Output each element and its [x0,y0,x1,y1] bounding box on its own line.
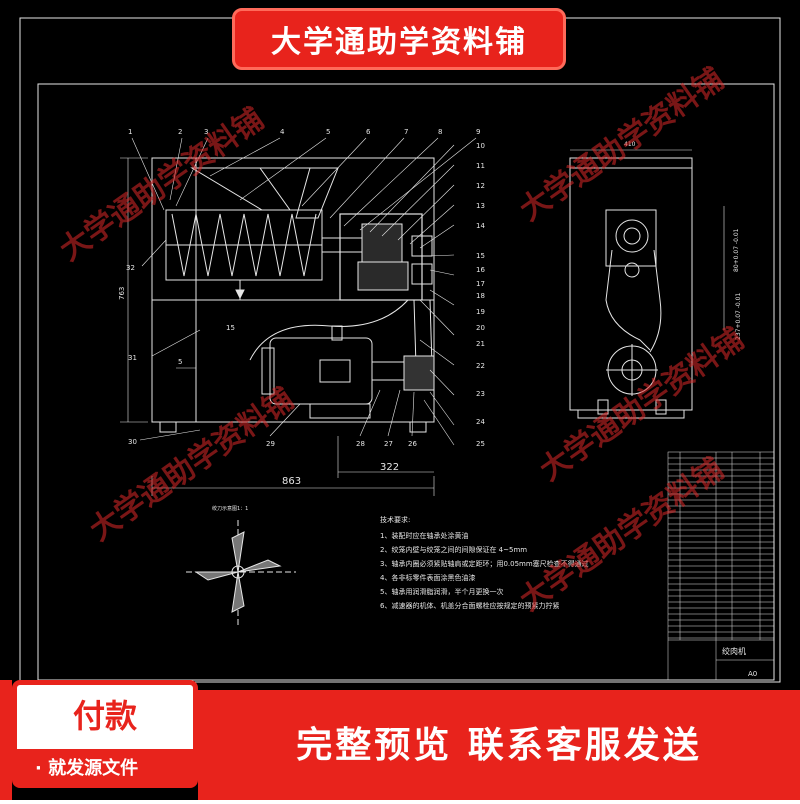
dim-side-1: 80+0.07 -0.01 [733,228,740,272]
leader-lines [131,137,477,446]
bottom-banner-text: 完整预览 联系客服发送 [296,725,702,766]
part-label-9: 9 [476,128,480,136]
payment-title: 付款 [72,697,137,735]
blade-detail [186,520,296,626]
blade-detail-title: 绞刀示意图1：1 [212,505,248,512]
side-view [569,157,693,419]
part-label-23: 23 [476,390,485,398]
part-label-24: 24 [476,418,485,426]
dim-side-2: 237+0.07 -0.01 [735,293,742,340]
part-label-15: 15 [476,252,485,260]
part-label-8: 8 [438,128,442,136]
part-label-10: 10 [476,142,485,150]
part-label-25: 25 [476,440,485,448]
part-label-11: 11 [476,162,485,170]
part-label-17: 17 [476,280,485,288]
part-number-labels: 1 2 3 4 5 6 7 8 9 10 11 12 13 14 15 16 1… [126,128,485,448]
part-label-21: 21 [476,340,485,348]
dimension-labels: 863 322 763 15 5 410 80+0.07 -0.01 237+0… [118,141,742,487]
tech-item-6: 6、减速器的机体、机盖分合面螺栓应按规定的预紧力拧紧 [380,601,559,610]
part-label-32: 32 [126,264,135,272]
dim-gap-a: 15 [226,324,235,332]
front-view [151,157,435,433]
parts-list-table [667,451,775,681]
part-label-22: 22 [476,362,485,370]
tech-item-1: 1、装配时应在轴承处涂黄油 [380,531,468,540]
part-label-18: 18 [476,292,485,300]
part-label-14: 14 [476,222,485,230]
part-label-2: 2 [178,128,182,136]
shop-banner: 大学通助学资料铺 [232,8,566,70]
dimension-lines [120,149,725,496]
tech-item-4: 4、各非标零件表面涂黑色油漆 [380,573,475,582]
part-label-12: 12 [476,182,485,190]
part-label-5: 5 [326,128,330,136]
tech-item-5: 5、轴承用润滑脂润滑，半个月更换一次 [380,587,503,596]
title-block-labels: 绞肉机 A0 [722,646,757,678]
title-block-name: 绞肉机 [722,646,746,656]
shop-banner-title: 大学通助学资料铺 [271,25,527,60]
part-label-27: 27 [384,440,393,448]
part-label-7: 7 [404,128,408,136]
part-label-3: 3 [204,128,208,136]
dim-motor-offset: 322 [380,462,399,473]
part-label-6: 6 [366,128,371,136]
dim-side-width: 410 [624,141,636,148]
part-label-19: 19 [476,308,485,316]
part-label-4: 4 [280,128,285,136]
tech-item-2: 2、绞笼内壁与绞笼之间的间隙保证在 4~5mm [380,545,527,554]
payment-subtitle: · 就发源文件 [17,749,193,785]
bottom-banner: 完整预览 联系客服发送 [198,690,800,800]
payment-badge[interactable]: 付款 · 就发源文件 [12,680,198,788]
left-red-strip [0,680,12,800]
title-block-sheet: A0 [748,670,757,678]
part-label-28: 28 [356,440,365,448]
part-label-13: 13 [476,202,485,210]
part-label-1: 1 [128,128,132,136]
blade-detail-labels: 绞刀示意图1：1 [212,505,248,512]
dim-total-width: 863 [282,476,301,487]
part-label-30: 30 [128,438,137,446]
dim-gap-b: 5 [178,358,182,366]
part-label-29: 29 [266,440,275,448]
part-label-31: 31 [128,354,137,362]
inner-frame [37,83,775,681]
tech-item-3: 3、轴承内圈必须紧贴轴肩或定距环；用0.05mm塞尺检查不得通过 [380,559,589,568]
dim-height: 763 [118,287,126,300]
outer-frame [19,17,781,683]
tech-title: 技术要求: [380,515,410,524]
part-label-16: 16 [476,266,485,274]
part-label-26: 26 [408,440,417,448]
tech-requirements: 技术要求: 1、装配时应在轴承处涂黄油 2、绞笼内壁与绞笼之间的间隙保证在 4~… [380,515,589,610]
part-label-20: 20 [476,324,485,332]
